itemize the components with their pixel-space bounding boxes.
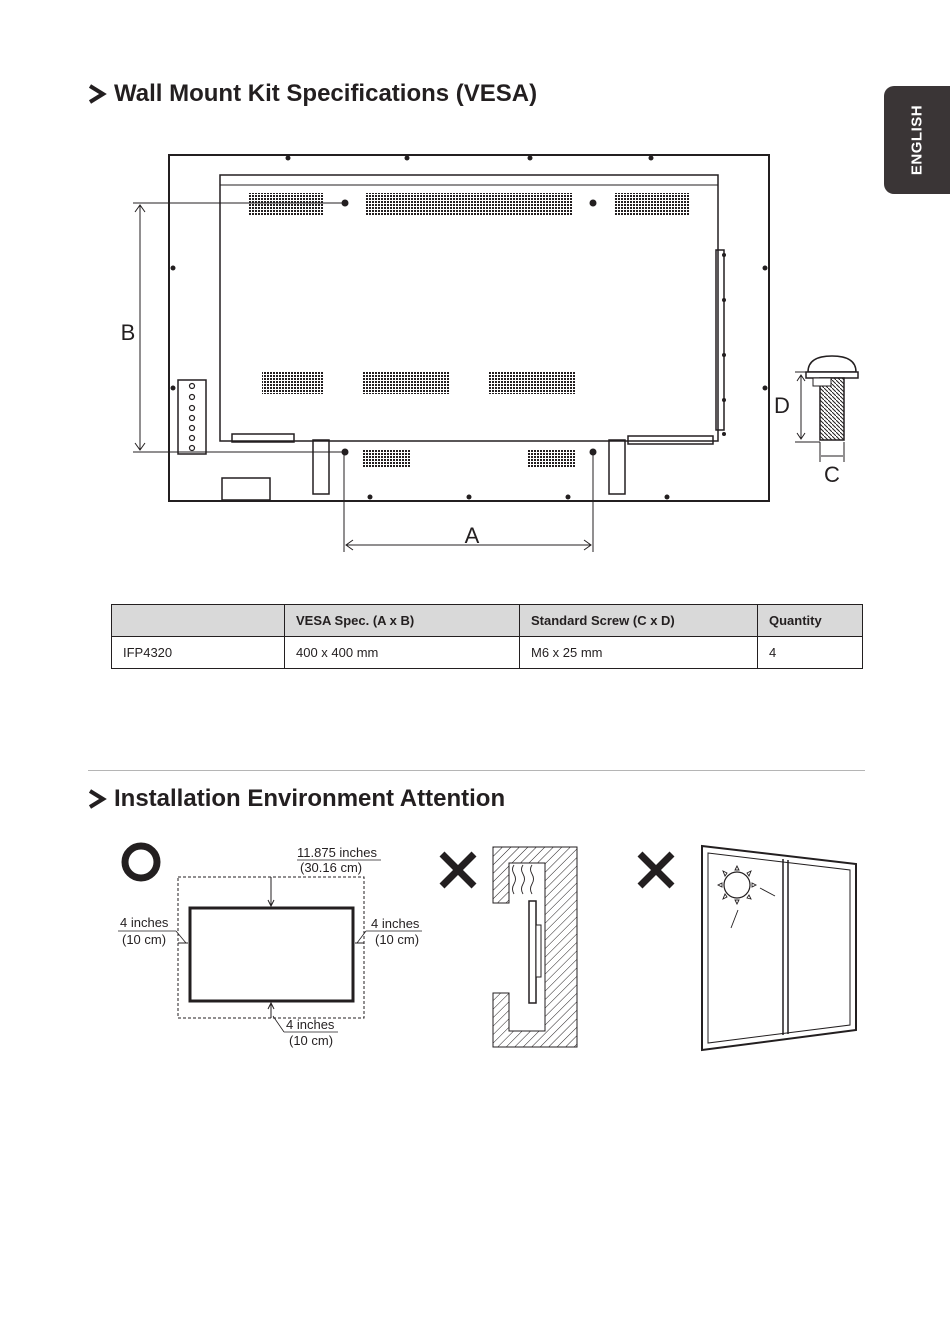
recessed-wall-icon bbox=[493, 847, 577, 1047]
not-allowed-x-icon bbox=[640, 854, 672, 886]
clearance-bottom-line2: (10 cm) bbox=[289, 1033, 333, 1048]
clearance-right-line1: 4 inches bbox=[371, 916, 420, 931]
clearance-top-line1: 11.875 inches bbox=[297, 845, 377, 860]
not-allowed-x-icon bbox=[442, 854, 474, 886]
clearance-left-line2: (10 cm) bbox=[122, 932, 166, 947]
window-sunlight-icon bbox=[702, 846, 856, 1050]
clearance-right-line2: (10 cm) bbox=[375, 932, 419, 947]
clearance-bottom-line1: 4 inches bbox=[286, 1017, 335, 1032]
clearance-left-line1: 4 inches bbox=[120, 915, 169, 930]
clearance-top-line2: (30.16 cm) bbox=[300, 860, 362, 875]
ok-circle-icon bbox=[125, 846, 157, 878]
